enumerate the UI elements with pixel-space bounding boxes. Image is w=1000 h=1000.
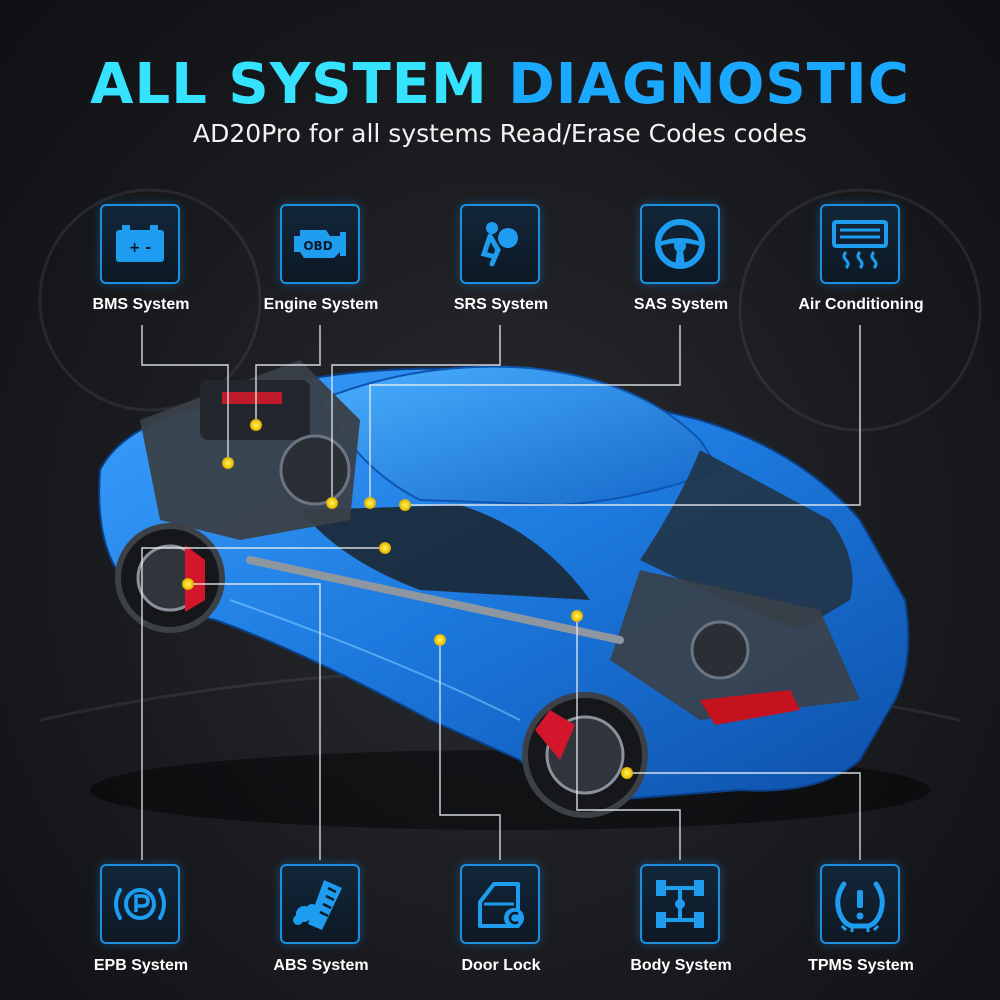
engine-line	[255, 325, 321, 425]
abs-icon	[293, 880, 342, 930]
tire-pressure-icon	[835, 881, 885, 932]
srs-point	[326, 497, 338, 509]
bms-line	[141, 325, 229, 463]
title-part-2: DIAGNOSTIC	[508, 52, 910, 117]
epb-point	[379, 542, 391, 554]
epb-label: EPB System	[93, 957, 189, 974]
sas-icon-box	[640, 204, 720, 284]
diagnostic-points	[182, 419, 633, 779]
abs-line	[188, 583, 321, 860]
battery-signs: + -	[129, 240, 152, 256]
abs-label: ABS System	[273, 957, 369, 974]
srs-icon-box	[460, 204, 540, 284]
epb-icon-box	[100, 864, 180, 944]
ac-point	[399, 499, 411, 511]
epb-line	[141, 547, 385, 860]
connector-lines	[141, 325, 861, 860]
sas-line	[369, 325, 681, 503]
door-line	[439, 640, 501, 860]
body-icon-box	[640, 864, 720, 944]
ac-label: Air Conditioning	[798, 296, 924, 313]
body-label: Body System	[630, 957, 732, 974]
chassis-icon	[656, 880, 704, 928]
tpms-label: TPMS System	[808, 957, 914, 974]
door-lock-icon	[478, 882, 524, 928]
sas-label: SAS System	[633, 296, 729, 313]
page-subtitle: AD20Pro for all systems Read/Erase Codes…	[193, 119, 807, 148]
page-title: ALL SYSTEM DIAGNOSTIC	[0, 52, 1000, 118]
engine-obd-icon: OBD	[294, 230, 346, 258]
door-point	[434, 634, 446, 646]
srs-label: SRS System	[453, 296, 549, 313]
bms-label: BMS System	[92, 296, 190, 313]
srs-line	[331, 325, 501, 503]
tpms-line	[627, 772, 861, 860]
abs-icon-box	[280, 864, 360, 944]
door-lock-icon-box	[460, 864, 540, 944]
car-body	[90, 360, 930, 830]
sas-point	[364, 497, 376, 509]
engine-point	[250, 419, 262, 431]
ac-line	[405, 325, 861, 506]
battery-icon: + -	[116, 225, 164, 262]
tpms-icon-box	[820, 864, 900, 944]
ac-icon-box	[820, 204, 900, 284]
parking-brake-icon	[114, 888, 166, 920]
door-lock-label: Door Lock	[461, 957, 541, 974]
steering-wheel-icon	[655, 219, 705, 269]
bms-point	[222, 457, 234, 469]
tpms-point	[621, 767, 633, 779]
title-part-1: ALL SYSTEM	[90, 52, 509, 117]
obd-text: OBD	[303, 239, 332, 253]
bms-icon-box: + -	[100, 204, 180, 284]
body-point	[571, 610, 583, 622]
engine-icon-box: OBD	[280, 204, 360, 284]
abs-point	[182, 578, 194, 590]
engine-label: Engine System	[263, 296, 379, 313]
body-line	[576, 616, 681, 860]
air-conditioning-icon	[832, 220, 888, 270]
airbag-icon	[480, 222, 518, 267]
